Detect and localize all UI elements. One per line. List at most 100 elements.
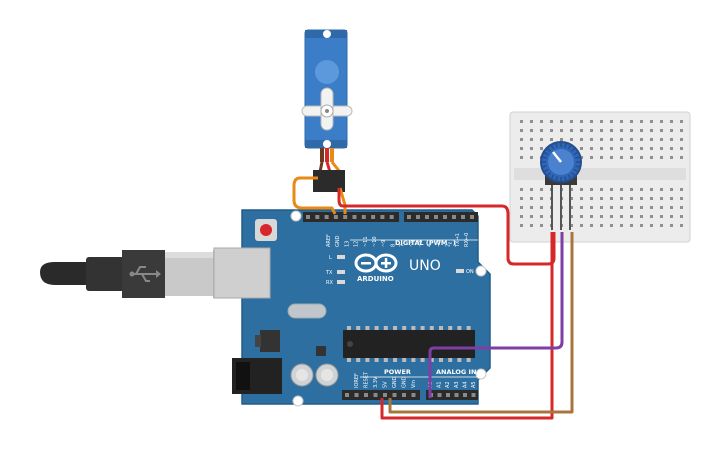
breadboard-hole[interactable] [600,215,603,218]
breadboard-hole[interactable] [670,156,673,159]
breadboard-hole[interactable] [620,188,623,191]
breadboard-hole[interactable] [630,147,633,150]
breadboard-hole[interactable] [620,215,623,218]
breadboard-hole[interactable] [580,206,583,209]
breadboard-hole[interactable] [670,224,673,227]
wire-brown[interactable] [388,232,574,414]
header-pin-hole[interactable] [425,215,429,219]
breadboard-hole[interactable] [630,224,633,227]
breadboard-hole[interactable] [560,120,563,123]
breadboard-hole[interactable] [610,156,613,159]
breadboard-hole[interactable] [580,188,583,191]
breadboard-hole[interactable] [610,188,613,191]
breadboard-hole[interactable] [650,156,653,159]
breadboard-hole[interactable] [630,156,633,159]
breadboard-hole[interactable] [550,138,553,141]
servo-motor[interactable] [301,29,353,192]
breadboard-hole[interactable] [660,156,663,159]
breadboard-hole[interactable] [680,188,683,191]
breadboard-hole[interactable] [650,138,653,141]
breadboard-hole[interactable] [540,197,543,200]
breadboard-hole[interactable] [520,129,523,132]
breadboard-hole[interactable] [630,206,633,209]
breadboard-hole[interactable] [590,197,593,200]
breadboard-hole[interactable] [570,206,573,209]
breadboard-hole[interactable] [610,215,613,218]
breadboard-hole[interactable] [520,147,523,150]
breadboard-hole[interactable] [620,224,623,227]
breadboard-hole[interactable] [620,120,623,123]
breadboard-hole[interactable] [570,129,573,132]
header-pin-hole[interactable] [437,393,442,397]
breadboard-hole[interactable] [680,197,683,200]
breadboard-hole[interactable] [530,147,533,150]
breadboard-hole[interactable] [530,206,533,209]
breadboard-hole[interactable] [610,147,613,150]
breadboard-hole[interactable] [570,138,573,141]
breadboard-hole[interactable] [680,224,683,227]
breadboard-hole[interactable] [630,120,633,123]
breadboard-hole[interactable] [640,156,643,159]
breadboard-hole[interactable] [570,215,573,218]
breadboard-hole[interactable] [670,206,673,209]
breadboard-hole[interactable] [620,147,623,150]
breadboard-hole[interactable] [660,129,663,132]
breadboard-hole[interactable] [520,215,523,218]
header-pin-hole[interactable] [392,393,397,397]
breadboard-hole[interactable] [670,215,673,218]
header-pin-hole[interactable] [463,393,467,397]
breadboard-hole[interactable] [570,188,573,191]
breadboard-hole[interactable] [520,206,523,209]
breadboard-hole[interactable] [660,147,663,150]
breadboard-hole[interactable] [540,138,543,141]
breadboard-hole[interactable] [640,197,643,200]
breadboard-hole[interactable] [540,120,543,123]
breadboard-hole[interactable] [650,129,653,132]
header-pin-hole[interactable] [324,215,329,219]
breadboard-hole[interactable] [600,224,603,227]
breadboard-hole[interactable] [680,206,683,209]
breadboard-hole[interactable] [600,120,603,123]
breadboard-hole[interactable] [630,188,633,191]
breadboard-hole[interactable] [530,129,533,132]
breadboard-hole[interactable] [580,215,583,218]
breadboard-hole[interactable] [670,120,673,123]
header-pin-hole[interactable] [407,215,411,219]
breadboard-hole[interactable] [550,129,553,132]
breadboard-hole[interactable] [610,206,613,209]
header-pin-hole[interactable] [343,215,348,219]
header-pin-hole[interactable] [315,215,320,219]
header-pin-hole[interactable] [361,215,366,219]
breadboard-hole[interactable] [520,156,523,159]
breadboard-hole[interactable] [520,188,523,191]
header-pin-hole[interactable] [452,215,456,219]
wire-red-5v[interactable] [380,232,554,420]
breadboard-hole[interactable] [680,215,683,218]
usb-cable[interactable] [40,250,243,298]
header-pin-hole[interactable] [416,215,420,219]
breadboard-hole[interactable] [580,147,583,150]
breadboard-hole[interactable] [610,138,613,141]
breadboard-hole[interactable] [620,138,623,141]
breadboard-hole[interactable] [670,188,673,191]
header-pin-hole[interactable] [383,393,387,397]
breadboard-hole[interactable] [570,224,573,227]
breadboard-hole[interactable] [540,147,543,150]
breadboard-hole[interactable] [540,129,543,132]
breadboard-hole[interactable] [600,206,603,209]
breadboard-hole[interactable] [620,156,623,159]
breadboard-hole[interactable] [630,215,633,218]
header-pin-hole[interactable] [306,215,310,219]
potentiometer[interactable] [540,141,582,230]
breadboard-hole[interactable] [590,188,593,191]
breadboard-hole[interactable] [680,147,683,150]
breadboard-hole[interactable] [650,120,653,123]
header-pin-hole[interactable] [411,393,416,397]
breadboard-hole[interactable] [600,147,603,150]
breadboard-hole[interactable] [660,138,663,141]
header-pin-hole[interactable] [333,215,338,219]
breadboard-hole[interactable] [590,129,593,132]
breadboard-hole[interactable] [660,215,663,218]
breadboard-hole[interactable] [610,120,613,123]
breadboard-hole[interactable] [650,147,653,150]
